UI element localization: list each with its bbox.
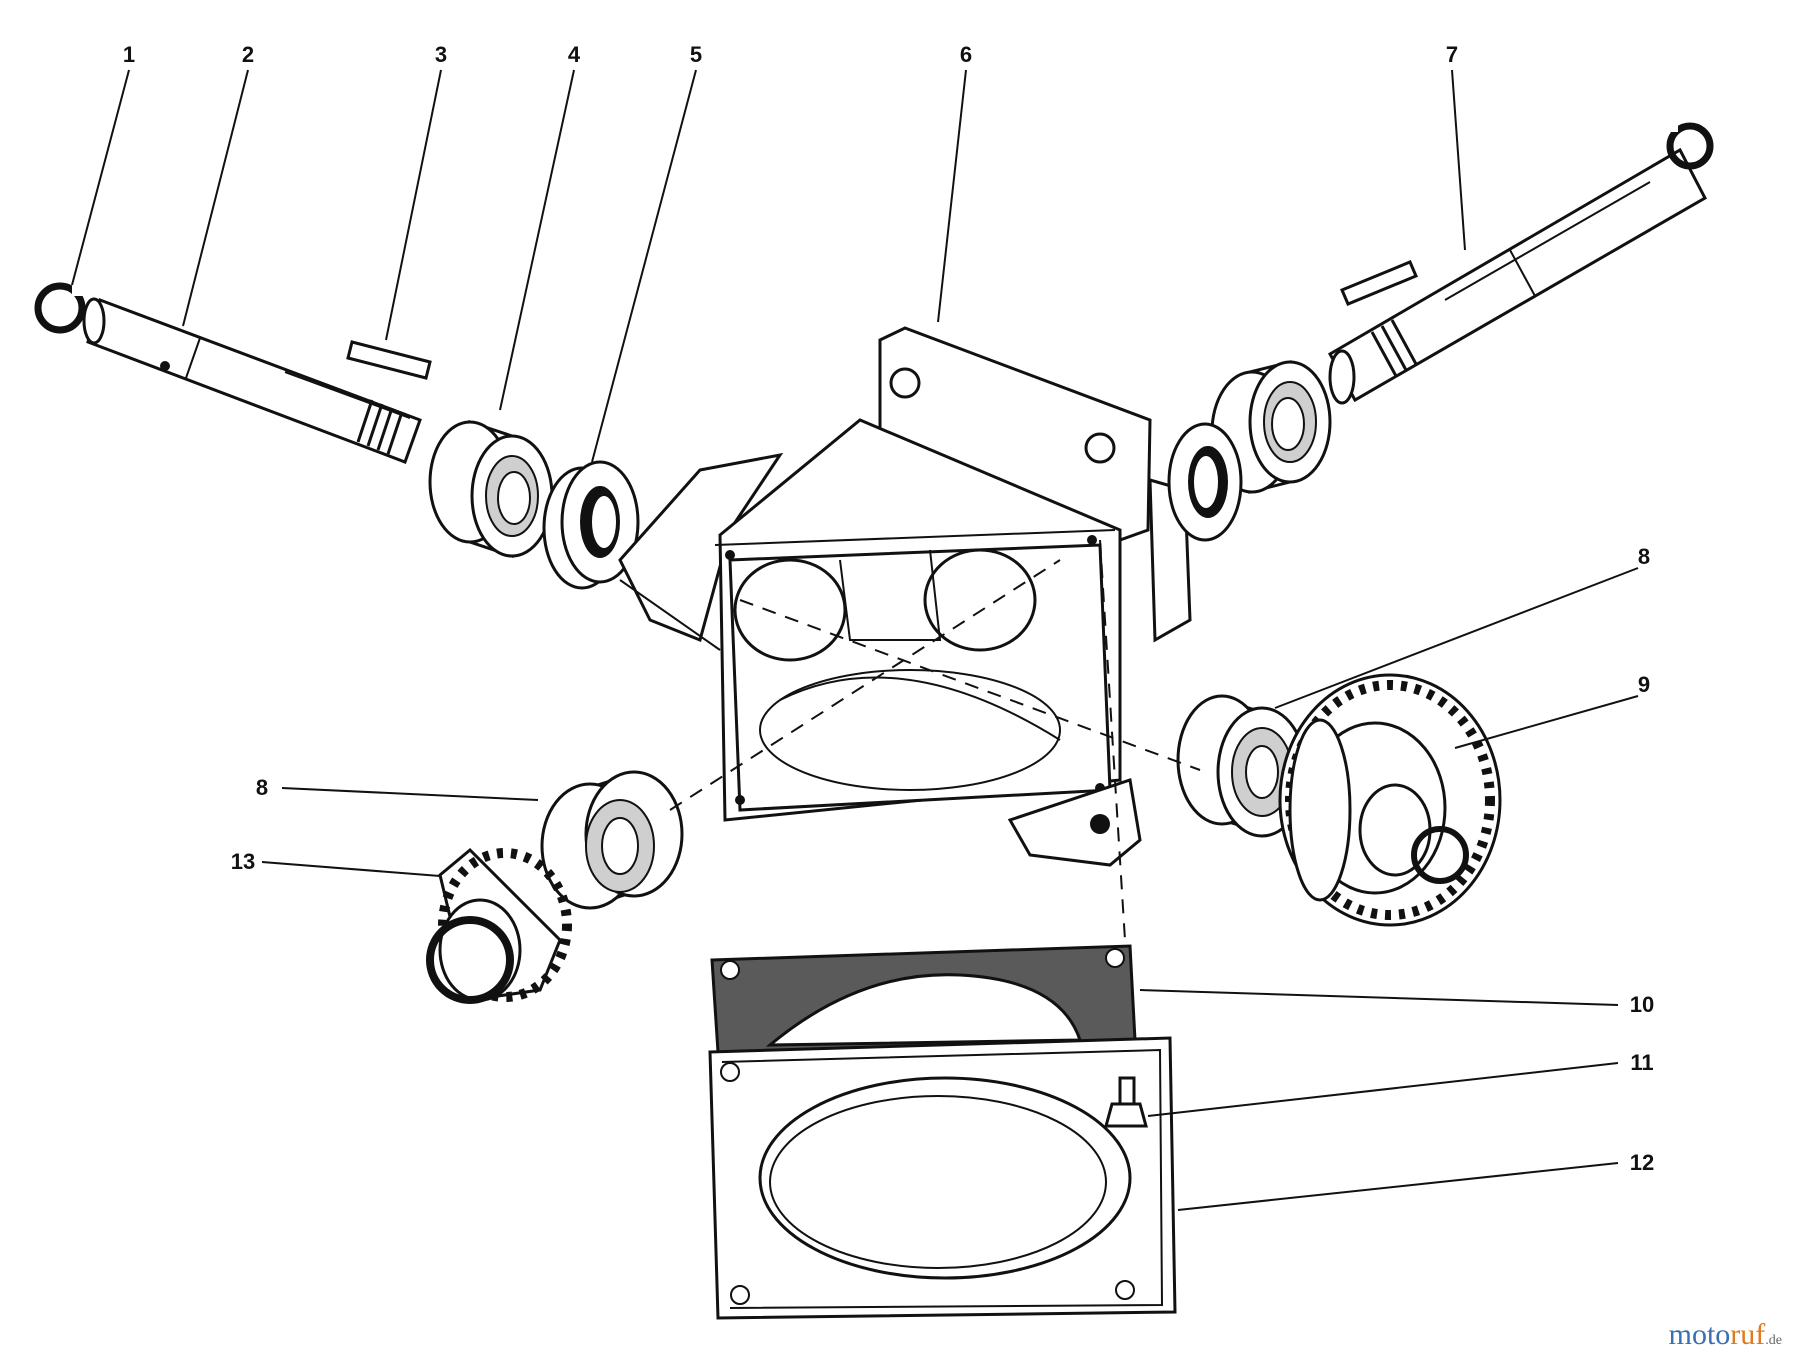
watermark-part1: moto	[1668, 1318, 1731, 1351]
callout-2: 2	[242, 42, 254, 67]
assembly-center-lines	[669, 539, 1201, 941]
callout-10: 10	[1630, 992, 1654, 1017]
part-10-gasket	[710, 944, 1137, 1054]
callout-8-right: 8	[1638, 544, 1650, 569]
part-6-gearbox-housing	[618, 326, 1192, 867]
leader-lines	[71, 69, 1639, 1211]
watermark-suffix: .de	[1765, 1333, 1782, 1348]
part-12-cover-plate	[708, 1036, 1177, 1320]
callout-1: 1	[123, 42, 135, 67]
callout-labels: 1 2 3 4 5 6 7 8 9 8 13 10 11 12	[123, 42, 1654, 1175]
callout-3: 3	[435, 42, 447, 67]
callout-12: 12	[1630, 1150, 1654, 1175]
part-11-bolt	[1104, 1076, 1148, 1128]
callout-4: 4	[568, 42, 581, 67]
callout-5: 5	[690, 42, 702, 67]
part-9-bevel-gear-large	[1278, 673, 1502, 927]
part-7-shaft-right	[1167, 120, 1714, 542]
watermark-logo: motoruf.de	[1669, 1318, 1782, 1352]
watermark-part2: ruf	[1730, 1318, 1766, 1351]
callout-13: 13	[231, 849, 255, 874]
part-4-bearing-left	[428, 419, 554, 559]
part-8-bearing-lower-left	[540, 770, 684, 910]
callout-11: 11	[1630, 1050, 1653, 1075]
callout-8-left: 8	[256, 775, 268, 800]
part-3-key-left	[346, 340, 432, 380]
part-13-bevel-gear-small	[392, 847, 572, 1004]
part-1-snap-ring-left	[34, 282, 86, 334]
part-5-seal-left	[542, 460, 640, 590]
callout-7: 7	[1446, 42, 1458, 67]
callout-6: 6	[960, 42, 972, 67]
part-2-shaft-left	[82, 297, 422, 464]
callout-9: 9	[1638, 672, 1650, 697]
